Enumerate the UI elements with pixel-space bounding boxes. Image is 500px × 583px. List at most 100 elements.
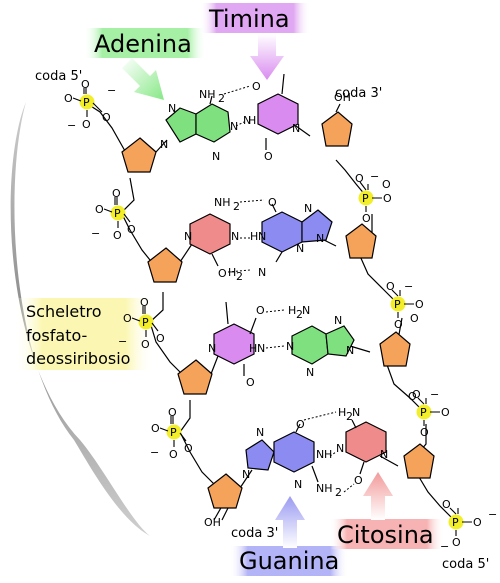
svg-text:P: P	[362, 192, 369, 205]
left-backbone	[85, 102, 253, 521]
svg-text:2: 2	[346, 410, 353, 423]
guanina-label: Guanina	[239, 547, 339, 575]
svg-text:P: P	[142, 316, 149, 329]
svg-text:O: O	[362, 212, 371, 225]
base-guanina-2: O H N N N N N	[250, 196, 333, 279]
svg-text:O: O	[184, 442, 193, 455]
adenina-label-highlight	[84, 28, 206, 58]
hbonds-pair-2	[227, 199, 265, 273]
svg-text:N: N	[160, 138, 168, 151]
base-adenina-3: H 2 N N N N N	[286, 304, 355, 379]
svg-text:2: 2	[218, 92, 225, 105]
coda5-bottom-label: coda 5'	[442, 557, 489, 572]
svg-text:O: O	[415, 298, 424, 311]
svg-text:O: O	[64, 92, 73, 105]
base-citosina-4: H 2 N N N O	[336, 406, 388, 487]
phosphate-right-2: P O O O − O	[386, 280, 424, 331]
svg-text:O: O	[264, 150, 273, 163]
svg-text:H: H	[249, 342, 257, 355]
base-guanina-4: N N O N H N NH 2	[242, 418, 342, 499]
backbone-label-line2: fosfato-	[26, 326, 87, 345]
base-timina-1: N H O O N	[243, 73, 300, 163]
backbone-label-line1: Scheletro	[26, 302, 102, 321]
svg-text:O: O	[218, 267, 227, 280]
svg-text:N: N	[230, 120, 238, 133]
svg-text:O: O	[141, 338, 150, 351]
svg-text:N: N	[346, 344, 354, 357]
svg-text:O: O	[140, 296, 149, 309]
svg-text:O: O	[354, 474, 363, 487]
svg-text:−: −	[370, 170, 379, 183]
backbone-brace	[10, 102, 151, 536]
svg-text:NH: NH	[214, 196, 231, 209]
svg-text:O: O	[355, 172, 364, 185]
svg-text:O: O	[268, 196, 277, 209]
svg-text:P: P	[420, 406, 427, 419]
sugar-left-3	[177, 359, 213, 395]
svg-text:O: O	[386, 280, 395, 293]
svg-text:P: P	[452, 516, 459, 529]
backbone-label-highlight	[14, 298, 154, 370]
oh-bottom: OH	[204, 516, 221, 529]
svg-text:N: N	[296, 242, 304, 255]
phosphate-right-4: P O O O − −	[440, 498, 497, 553]
svg-text:O: O	[394, 318, 403, 331]
svg-text:O: O	[95, 203, 104, 216]
svg-text:O: O	[102, 111, 111, 124]
svg-text:P: P	[170, 426, 177, 439]
svg-text:N: N	[208, 342, 216, 355]
svg-text:O: O	[412, 388, 421, 401]
sugar-left-2	[147, 247, 183, 283]
svg-text:−: −	[107, 84, 116, 97]
svg-text:P: P	[394, 298, 401, 311]
svg-text:O: O	[441, 406, 450, 419]
svg-text:N: N	[316, 232, 324, 245]
phosphate-left-1: P O O O O − −	[64, 78, 116, 132]
svg-text:O: O	[383, 192, 392, 205]
phosphate-groups: P O O O O − − P O O O O − P O O O O −	[64, 78, 497, 553]
guanina-arrow	[275, 496, 305, 548]
timina-label: Timina	[208, 5, 290, 33]
h2n-pair2: H	[228, 266, 236, 279]
svg-text:O: O	[168, 406, 177, 419]
hbonds-pair-1	[223, 85, 251, 127]
svg-text:−: −	[404, 280, 413, 293]
coda3-bottom-label: coda 3'	[231, 526, 278, 541]
svg-text:H: H	[248, 114, 256, 127]
svg-text:O: O	[408, 390, 417, 403]
svg-text:N: N	[231, 230, 239, 243]
svg-text:N: N	[184, 230, 192, 243]
phosphate-left-4: P O O O O −	[150, 406, 193, 461]
svg-text:O: O	[246, 376, 255, 389]
phosphate-right-1: P O O O − O	[355, 170, 392, 225]
sugar-right-2	[345, 223, 377, 259]
svg-text:−: −	[150, 446, 159, 459]
svg-text:N: N	[212, 150, 220, 163]
svg-text:N: N	[294, 478, 302, 491]
svg-text:−: −	[67, 119, 76, 132]
hbonds-pair-3	[265, 309, 285, 349]
svg-text:N: N	[316, 448, 324, 461]
svg-text:NH: NH	[316, 482, 333, 495]
phosphate-right-3: P O O O − O	[408, 388, 450, 439]
sugar-rings	[121, 111, 435, 509]
svg-text:N: N	[352, 406, 360, 419]
svg-text:N: N	[242, 468, 250, 481]
svg-text:−: −	[488, 508, 497, 521]
svg-text:N: N	[256, 426, 264, 439]
svg-text:O: O	[452, 536, 461, 549]
svg-text:N: N	[380, 448, 388, 461]
svg-text:O: O	[82, 118, 91, 131]
coda3-top-label: coda 3'	[335, 86, 382, 101]
svg-text:N: N	[168, 102, 176, 115]
adenina-label: Adenina	[94, 30, 192, 58]
svg-text:O: O	[382, 178, 391, 191]
svg-text:O: O	[296, 418, 305, 431]
sugar-right-4	[403, 443, 435, 479]
svg-text:N: N	[258, 266, 266, 279]
svg-text:O: O	[442, 498, 451, 511]
base-adenina-1: N N N N NH 2	[160, 88, 238, 163]
svg-text:2: 2	[236, 270, 243, 283]
svg-text:O: O	[156, 332, 165, 345]
